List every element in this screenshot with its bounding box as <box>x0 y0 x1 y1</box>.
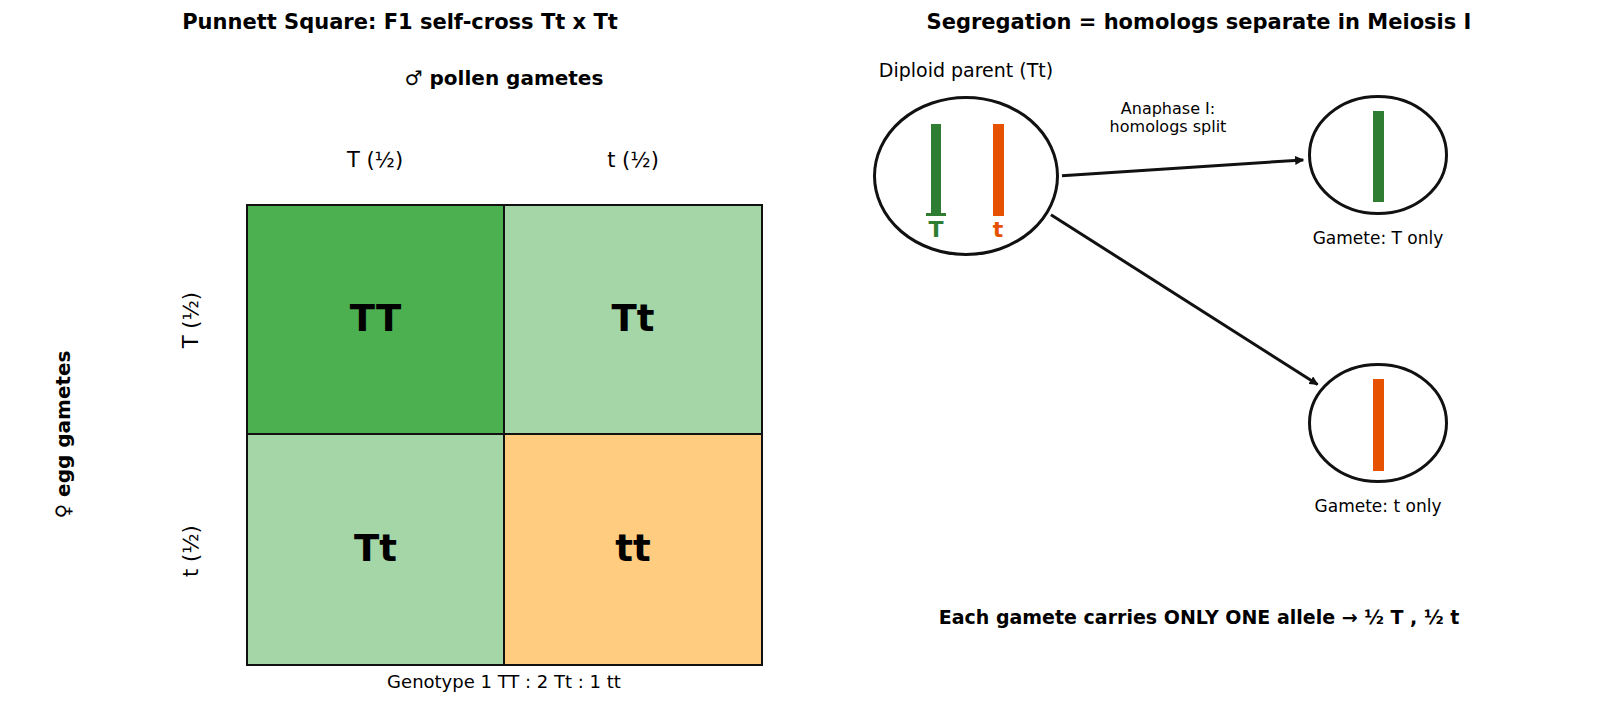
gamete-chromosome <box>1373 379 1384 471</box>
axis-heading: ♀ egg gametes <box>52 350 75 518</box>
genotype-text: Tt <box>354 528 397 571</box>
punnett-cell: Tt <box>503 204 763 435</box>
chromosome-tick <box>926 213 946 216</box>
genotype-text: tt <box>615 528 650 571</box>
circle-outline <box>1308 95 1448 215</box>
circle-outline-shape <box>875 98 1058 255</box>
circle-label: Gamete: T only <box>1313 229 1444 249</box>
panel-heading: Segregation = homologs separate in Meios… <box>927 10 1472 34</box>
summary-note: Each gamete carries ONLY ONE allele → ½ … <box>939 607 1460 629</box>
genotype-text: Tt <box>612 298 655 341</box>
genotype-text: TT <box>350 298 401 341</box>
punnett-cell: tt <box>503 433 763 666</box>
gamete-chromosome <box>1373 111 1384 202</box>
allele-letter: T <box>928 217 943 242</box>
gamete-label: t (½) <box>179 525 203 577</box>
circle-outline-shape <box>1310 365 1447 482</box>
chromosome-small-t <box>993 124 1004 216</box>
circle-outline-shape <box>1310 97 1447 214</box>
arrow-connector <box>1051 215 1318 385</box>
ratio-note: Genotype 1 TT : 2 Tt : 1 tt <box>387 672 621 693</box>
chromosome-t <box>931 124 941 216</box>
circle-label: Gamete: t only <box>1315 497 1442 517</box>
gamete-label: t (½) <box>607 148 659 172</box>
circle-label: Diploid parent (Tt) <box>879 60 1053 82</box>
diagram-title: Punnett Square: F1 self-cross Tt x Tt <box>182 10 618 34</box>
punnett-cell: TT <box>246 204 505 435</box>
circle-outline <box>1308 363 1448 483</box>
cell-circle: Gamete: T only <box>1308 95 1448 215</box>
edge-label: Anaphase I: homologs split <box>1091 100 1245 137</box>
cell-circle: Gamete: t only <box>1308 363 1448 483</box>
gamete-label: T (½) <box>347 148 403 172</box>
allele-letter: t <box>993 217 1004 242</box>
punnett-cell: Tt <box>246 433 505 666</box>
gamete-label: T (½) <box>179 292 203 348</box>
arrow-connector <box>1062 160 1303 176</box>
cell-circle: Diploid parent (Tt)Tt <box>873 96 1059 256</box>
circle-outline <box>873 96 1059 256</box>
axis-heading: ♂ pollen gametes <box>405 67 604 90</box>
